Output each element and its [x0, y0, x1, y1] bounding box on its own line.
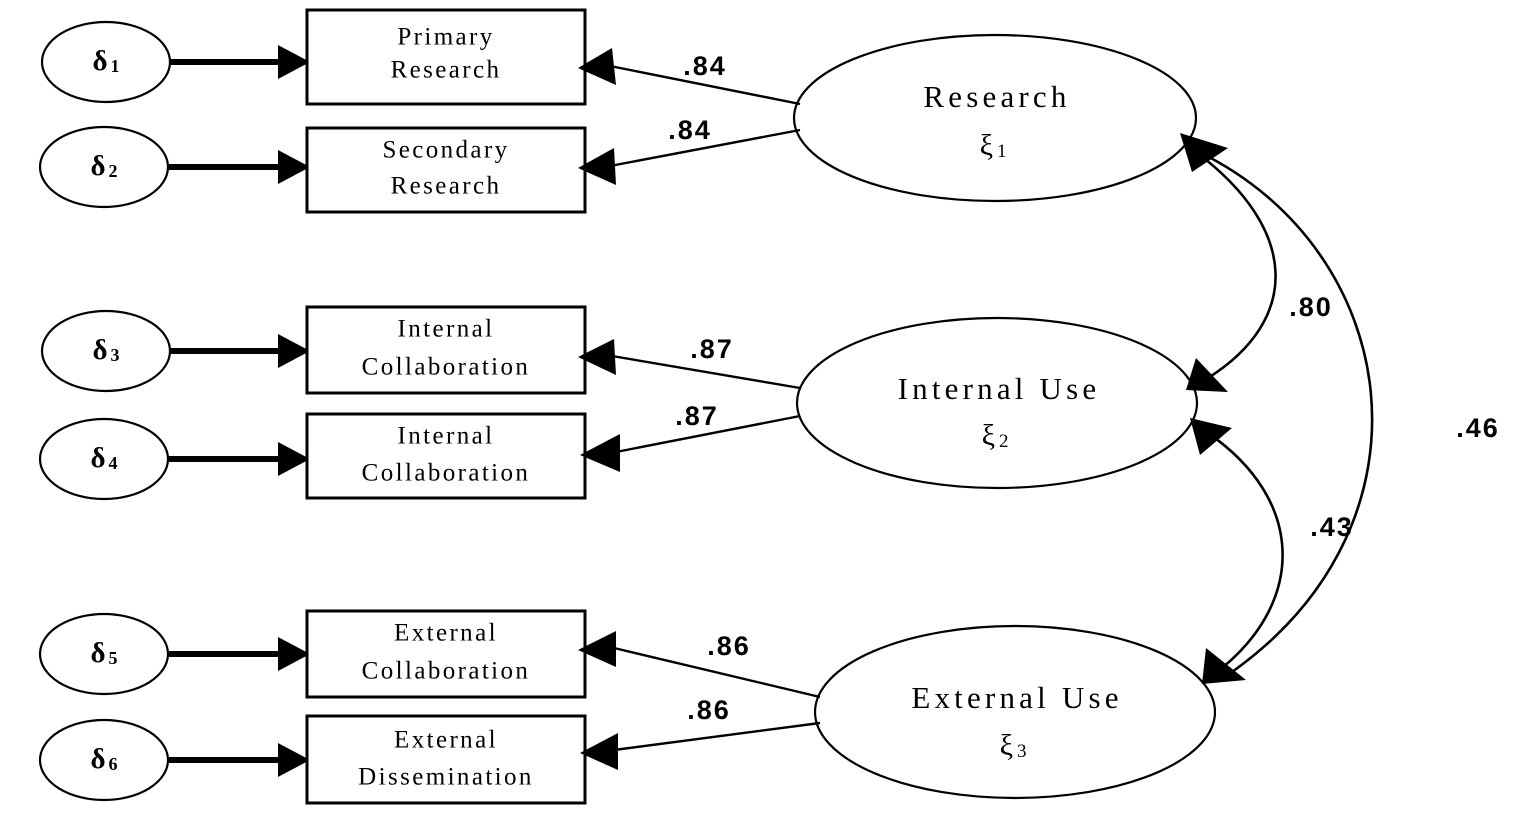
indicator-label-x5-line2: Collaboration	[362, 658, 531, 685]
latent-label-xi3: External Use	[911, 680, 1122, 715]
indicator-box-x5[interactable]	[305, 609, 587, 699]
latent-ellipse-xi1[interactable]	[792, 33, 1198, 203]
loading-path-xi1-x1	[609, 64, 801, 106]
latent-ellipse-xi3[interactable]	[813, 624, 1217, 800]
indicator-box-x6[interactable]	[305, 714, 587, 805]
indicator-label-x4-line2: Collaboration	[362, 460, 531, 487]
indicator-box-x4[interactable]	[305, 412, 587, 500]
latent-ellipse-xi2[interactable]	[795, 316, 1199, 490]
indicator-label-x3-line1: Internal	[398, 316, 495, 343]
loading-path-xi3-x6	[613, 721, 821, 752]
error-arrowhead-d5	[278, 637, 310, 671]
correlation-value-xi1-xi3: .46	[1456, 413, 1500, 443]
error-arrowhead-d6	[278, 743, 310, 777]
indicator-label-x3-line2: Collaboration	[362, 354, 531, 381]
indicator-label-x2-line1: Secondary	[382, 137, 509, 164]
loading-value-xi1-x2: .84	[668, 115, 712, 145]
indicator-box-x3[interactable]	[305, 305, 587, 395]
correlation-value-xi2-xi3: .43	[1310, 512, 1354, 542]
correlation-value-xi1-xi2: .80	[1289, 292, 1333, 322]
correlation-curve-xi1-xi2	[1195, 150, 1277, 380]
loading-path-xi2-x3	[611, 354, 801, 390]
correlation-arrowhead-xi2-xi3-top	[1190, 418, 1232, 455]
loading-path-xi3-x5	[613, 646, 821, 699]
error-arrowhead-d4	[278, 442, 310, 476]
loading-arrowhead-xi3-x5	[578, 631, 616, 667]
loading-value-xi2-x4: .87	[675, 401, 719, 431]
loading-arrowhead-xi1-x2	[578, 148, 616, 185]
indicator-label-x4-line1: Internal	[398, 423, 495, 450]
loading-path-xi1-x2	[609, 128, 801, 168]
loading-arrowhead-xi3-x6	[580, 733, 618, 770]
correlation-arrowhead-xi1-xi2-bottom	[1186, 358, 1228, 392]
error-arrowhead-d1	[278, 45, 310, 79]
loading-value-xi1-x1: .84	[683, 51, 727, 81]
loading-arrowhead-xi2-x4	[580, 434, 620, 472]
indicator-box-x2[interactable]	[305, 126, 587, 214]
correlation-arrowhead-xi1-xi2-top	[1180, 133, 1228, 172]
indicator-label-x6-line2: Dissemination	[358, 764, 534, 791]
indicator-label-x2-line2: Research	[391, 173, 502, 200]
latent-label-xi2: Internal Use	[898, 371, 1101, 406]
correlation-arrowhead-xi2-xi3-bottom	[1202, 648, 1246, 684]
error-arrowhead-d2	[278, 150, 310, 184]
loading-arrowhead-xi1-x1	[578, 48, 616, 85]
indicator-label-x5-line1: External	[394, 620, 498, 647]
loading-path-xi2-x4	[615, 414, 801, 454]
error-arrowhead-d3	[278, 334, 310, 368]
indicator-label-x6-line1: External	[394, 727, 498, 754]
loading-value-xi3-x5: .86	[707, 631, 751, 661]
loading-value-xi2-x3: .87	[690, 334, 734, 364]
correlation-curve-xi1-xi3	[1198, 150, 1374, 674]
loading-arrowhead-xi2-x3	[578, 339, 616, 375]
indicator-box-x1[interactable]	[305, 8, 587, 106]
latent-label-xi1: Research	[923, 79, 1070, 114]
indicator-label-x1-line2: Research	[391, 57, 502, 84]
indicator-label-x1-line1: Primary	[397, 24, 494, 51]
correlation-curve-xi2-xi3	[1207, 431, 1284, 670]
loading-value-xi3-x6: .86	[687, 695, 731, 725]
